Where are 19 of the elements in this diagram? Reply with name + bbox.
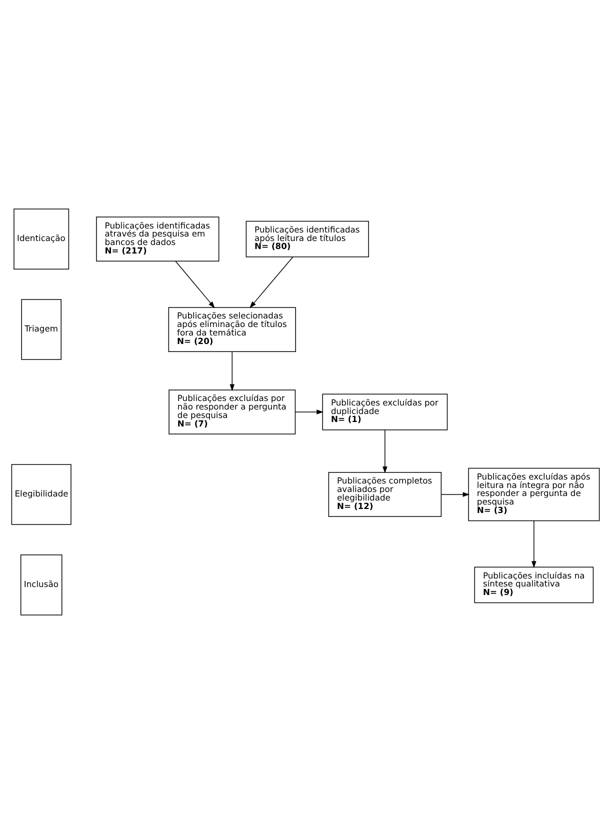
node-box: Publicações incluídas na síntese qualitativa N= (9)	[474, 566, 594, 603]
arrow	[382, 429, 388, 473]
arrow	[532, 520, 536, 568]
arrow	[230, 350, 235, 391]
node-box: Triagem	[21, 298, 62, 360]
node-box: Inclusão	[20, 554, 62, 615]
node-box: Publicações excluídas após leitura na íntegra por não responder a pergunta de pesquisa N= (3)	[468, 467, 600, 521]
node-box: Publicações identificadas através da pesquisa em bancos de dados N= (217)	[96, 216, 220, 261]
arrow	[250, 256, 294, 308]
node-box: Elegibilidade	[11, 464, 72, 524]
node-box: Publicações excluídas por duplicidade N= (1)	[322, 393, 448, 430]
node-box: Publicações identificadas após leitura de títulos N= (80)	[246, 220, 369, 257]
arrow	[175, 260, 215, 308]
arrow	[441, 492, 470, 496]
node-box: Publicações excluídas por não responder a pergunta de pesquisa N= (7)	[168, 389, 296, 434]
node-box: Identicação	[14, 208, 70, 269]
node-box: Publicações selecionadas após eliminação de títulos fora da temática N= (20)	[168, 306, 296, 352]
arrow	[295, 409, 324, 414]
node-box: Publicações completos avaliados por elegibilidade N= (12)	[328, 472, 442, 516]
